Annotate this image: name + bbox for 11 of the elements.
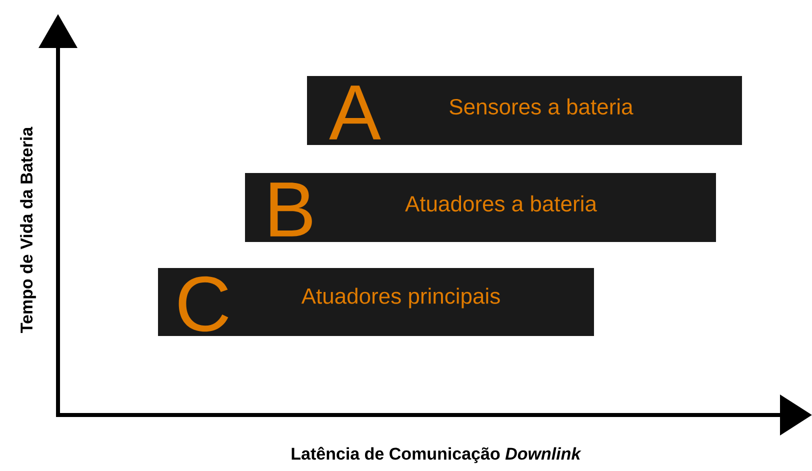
box-letter: C: [178, 276, 228, 332]
box-letter: B: [270, 182, 312, 236]
category-box: [245, 173, 716, 242]
box-letter: A: [329, 86, 381, 140]
axis-title: Latência de Comunicação Downlink: [292, 446, 582, 464]
category-box: [158, 268, 594, 336]
box-label: Atuadores principais: [301, 288, 500, 308]
axis-title: Tempo de Vida da Bateria: [20, 126, 36, 333]
box-label: Atuadores a bateria: [405, 195, 597, 212]
box-label: Sensores a bateria: [450, 98, 634, 115]
category-box: [307, 76, 742, 145]
